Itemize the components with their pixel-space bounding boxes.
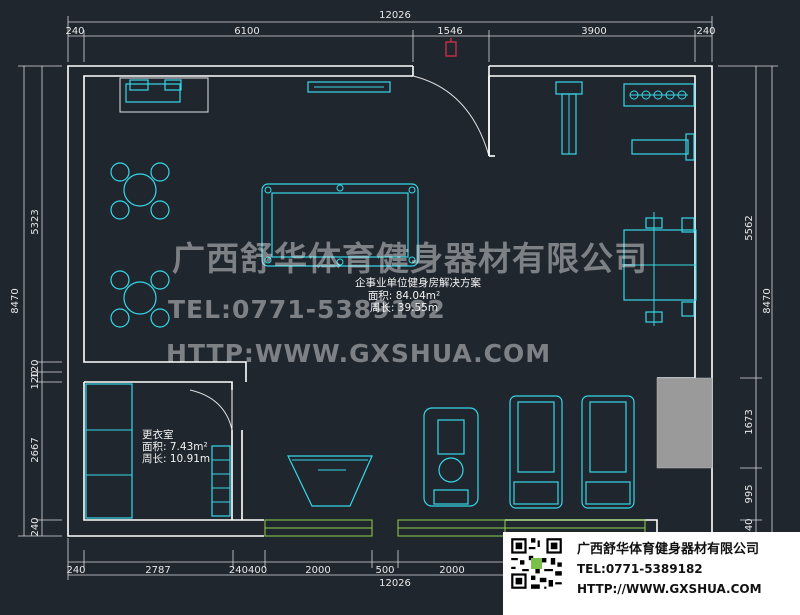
main-door [412, 70, 490, 157]
top-dim-3: 1546 [437, 26, 462, 37]
watermark-tel: TEL:0771-5389182 [168, 295, 446, 324]
top-dim-2: 6100 [234, 26, 259, 37]
changing-room-area: 面积: 7.43m² [142, 441, 208, 453]
left-dim-2: 120 [30, 359, 41, 378]
right-dim-4: 240 [744, 518, 755, 537]
right-dim-1: 5562 [744, 215, 755, 240]
top-total-dim: 12026 [379, 10, 411, 21]
reception-desk [119, 77, 209, 113]
round-table-1 [110, 162, 170, 220]
top-dim-4: 3900 [581, 26, 606, 37]
info-url: HTTP://WWW.GXSHUA.COM [577, 582, 762, 596]
changing-room-perimeter: 周长: 10.91m [142, 453, 210, 465]
top-dim-1: 240 [65, 26, 84, 37]
changing-room-label: 更衣室 面积: 7.43m² 周长: 10.91m [142, 428, 210, 465]
bottom-dim-6: 2000 [439, 565, 464, 576]
qr-code-icon [509, 536, 564, 591]
right-dim-2: 1673 [744, 409, 755, 434]
wall-rack [307, 81, 391, 93]
dumbbell-rack [623, 83, 695, 107]
watermark-company: 广西舒华体育健身器材有限公司 [172, 239, 648, 278]
left-dim-1: 5323 [30, 209, 41, 234]
column-block [656, 377, 713, 469]
treadmill-1 [509, 395, 563, 509]
bottom-total-dim: 12026 [379, 578, 411, 589]
bottom-dim-4: 2000 [305, 565, 330, 576]
left-dim-4: 2667 [30, 437, 41, 462]
bottom-dim-2: 2787 [145, 565, 170, 576]
top-dim-5: 240 [696, 26, 715, 37]
ab-machine [287, 455, 373, 507]
left-dimensions [18, 65, 62, 537]
lockers [85, 383, 133, 519]
punching-station [555, 81, 583, 155]
info-company-name: 广西舒华体育健身器材有限公司 [577, 542, 760, 557]
watermark-url: HTTP:WWW.GXSHUA.COM [166, 339, 551, 368]
main-room-label: 企事业单位健身房解决方案 面积: 84.04m² 周长: 39.55m [355, 276, 481, 314]
changing-room-door [189, 389, 233, 431]
company-info-box: 广西舒华体育健身器材有限公司 TEL:0771-5389182 HTTP://W… [503, 532, 800, 615]
bottom-dim-5: 500 [375, 565, 394, 576]
info-tel: TEL:0771-5389182 [577, 562, 703, 576]
bottom-dim-3: 240400 [229, 565, 267, 576]
smith-machine [623, 212, 697, 326]
left-dim-3: 120 [30, 370, 41, 389]
main-room-title: 企事业单位健身房解决方案 [355, 276, 481, 289]
right-outer-dim: 8470 [762, 288, 773, 313]
round-table-2 [110, 270, 170, 328]
bottom-dim-1: 240 [66, 565, 85, 576]
billiards-table [261, 183, 419, 267]
left-outer-dim: 8470 [10, 288, 21, 313]
weight-bench [631, 133, 695, 161]
main-room-area: 面积: 84.04m² [368, 290, 440, 302]
shoe-rack [211, 445, 231, 517]
elliptical-trainer [423, 407, 479, 507]
treadmill-2 [581, 395, 635, 509]
fire-extinguisher-icon [445, 38, 457, 57]
right-dim-3: 995 [744, 484, 755, 503]
left-dim-5: 240 [30, 517, 41, 536]
changing-room-title: 更衣室 [142, 428, 174, 441]
top-dimensions [67, 16, 713, 62]
main-room-perimeter: 周长: 39.55m [370, 302, 438, 314]
watermark: 广西舒华体育健身器材有限公司 TEL:0771-5389182 HTTP:WWW… [166, 239, 648, 368]
